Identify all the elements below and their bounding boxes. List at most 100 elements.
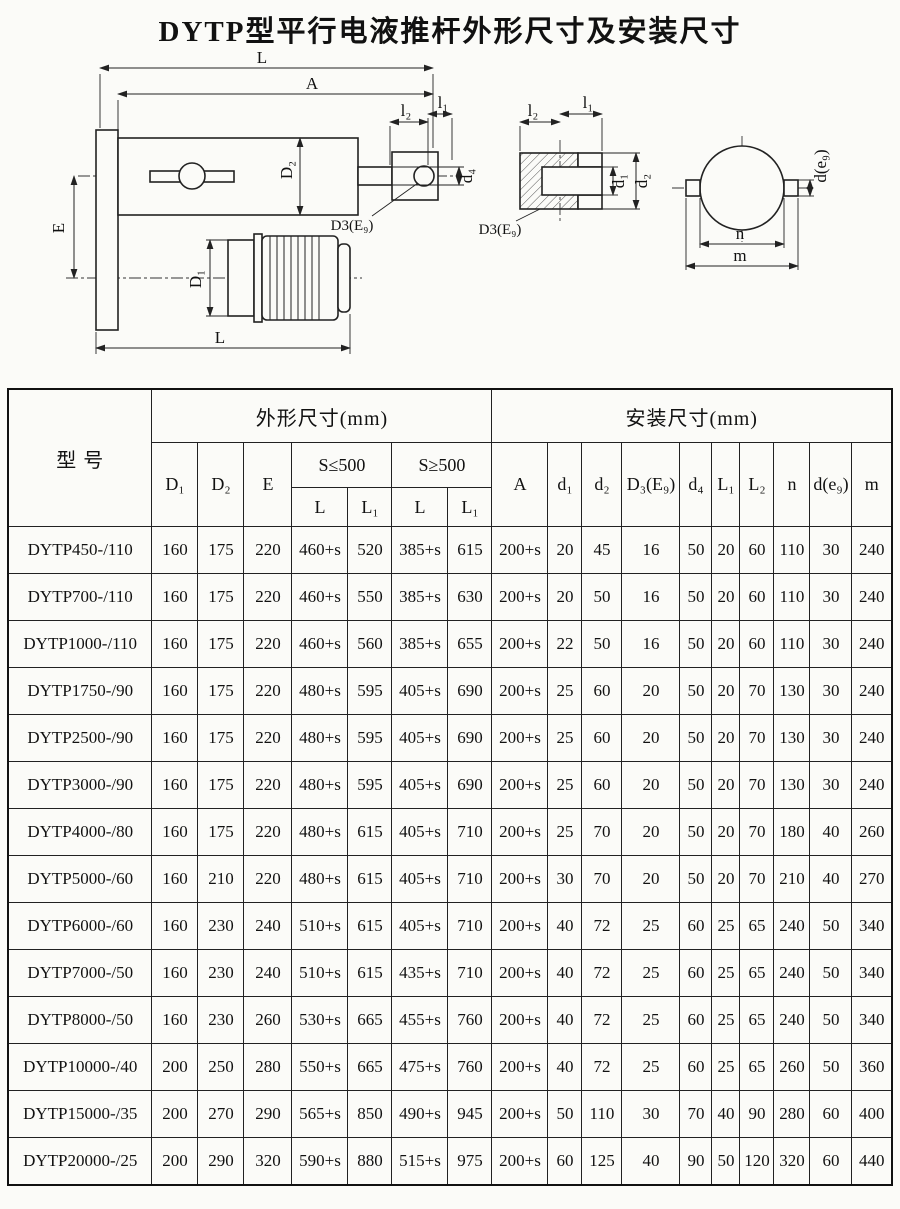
value-cell: 290 xyxy=(197,1137,245,1186)
value-cell: 240 xyxy=(851,761,893,809)
dim-label-D1: D₁ xyxy=(186,270,205,288)
col-header-m: m xyxy=(851,442,893,527)
col-header-d1: d₁ xyxy=(547,442,583,527)
model-cell: DYTP7000-/50 xyxy=(7,949,153,997)
value-cell: 72 xyxy=(581,902,623,950)
value-cell: 220 xyxy=(243,526,293,574)
col-header-D1: D₁ xyxy=(151,442,199,527)
value-cell: 50 xyxy=(809,1043,853,1091)
value-cell: 16 xyxy=(621,620,681,668)
value-cell: 50 xyxy=(679,526,713,574)
value-cell: 65 xyxy=(739,996,775,1044)
value-cell: 16 xyxy=(621,526,681,574)
value-cell: 45 xyxy=(581,526,623,574)
value-cell: 690 xyxy=(447,714,493,762)
value-cell: 280 xyxy=(243,1043,293,1091)
value-cell: 40 xyxy=(711,1090,741,1138)
rod-dim-d2: d₂ xyxy=(632,174,651,188)
value-cell: 50 xyxy=(679,714,713,762)
value-cell: 200+s xyxy=(491,526,549,574)
value-cell: 200+s xyxy=(491,620,549,668)
value-cell: 20 xyxy=(547,573,583,621)
value-cell: 240 xyxy=(851,714,893,762)
value-cell: 240 xyxy=(243,902,293,950)
value-cell: 200+s xyxy=(491,949,549,997)
value-cell: 175 xyxy=(197,526,245,574)
rod-dim-l2: l₂ xyxy=(528,101,539,120)
value-cell: 455+s xyxy=(391,996,449,1044)
value-cell: 530+s xyxy=(291,996,349,1044)
dim-label-l1: l₁ xyxy=(438,93,449,112)
dim-label-D2: D₂ xyxy=(277,161,296,179)
value-cell: 850 xyxy=(347,1090,393,1138)
model-cell: DYTP4000-/80 xyxy=(7,808,153,856)
value-cell: 25 xyxy=(621,949,681,997)
value-cell: 200+s xyxy=(491,808,549,856)
value-cell: 595 xyxy=(347,714,393,762)
value-cell: 240 xyxy=(851,526,893,574)
value-cell: 405+s xyxy=(391,667,449,715)
value-cell: 180 xyxy=(773,808,811,856)
model-cell: DYTP1000-/110 xyxy=(7,620,153,668)
value-cell: 60 xyxy=(739,620,775,668)
col-header-d4: d₄ xyxy=(679,442,713,527)
value-cell: 240 xyxy=(773,949,811,997)
value-cell: 400 xyxy=(851,1090,893,1138)
col-header-s-ge-500: S≥500 xyxy=(391,442,493,488)
value-cell: 20 xyxy=(547,526,583,574)
model-cell: DYTP5000-/60 xyxy=(7,855,153,903)
value-cell: 690 xyxy=(447,761,493,809)
value-cell: 710 xyxy=(447,855,493,903)
value-cell: 630 xyxy=(447,573,493,621)
value-cell: 60 xyxy=(581,667,623,715)
value-cell: 360 xyxy=(851,1043,893,1091)
value-cell: 60 xyxy=(739,526,775,574)
value-cell: 25 xyxy=(547,667,583,715)
value-cell: 690 xyxy=(447,667,493,715)
value-cell: 405+s xyxy=(391,808,449,856)
value-cell: 130 xyxy=(773,667,811,715)
model-cell: DYTP2500-/90 xyxy=(7,714,153,762)
value-cell: 510+s xyxy=(291,949,349,997)
dim-label-l2: l₂ xyxy=(401,101,412,120)
value-cell: 160 xyxy=(151,620,199,668)
value-cell: 60 xyxy=(581,714,623,762)
value-cell: 480+s xyxy=(291,761,349,809)
value-cell: 30 xyxy=(809,620,853,668)
value-cell: 40 xyxy=(621,1137,681,1186)
dim-label-L-top: L xyxy=(257,48,267,67)
value-cell: 70 xyxy=(581,808,623,856)
value-cell: 220 xyxy=(243,667,293,715)
value-cell: 160 xyxy=(151,667,199,715)
value-cell: 60 xyxy=(809,1137,853,1186)
value-cell: 20 xyxy=(711,714,741,762)
value-cell: 210 xyxy=(773,855,811,903)
value-cell: 480+s xyxy=(291,667,349,715)
value-cell: 655 xyxy=(447,620,493,668)
value-cell: 160 xyxy=(151,573,199,621)
value-cell: 50 xyxy=(711,1137,741,1186)
value-cell: 72 xyxy=(581,949,623,997)
value-cell: 20 xyxy=(621,808,681,856)
value-cell: 200+s xyxy=(491,855,549,903)
model-cell: DYTP20000-/25 xyxy=(7,1137,153,1186)
value-cell: 200 xyxy=(151,1090,199,1138)
value-cell: 220 xyxy=(243,573,293,621)
value-cell: 50 xyxy=(809,902,853,950)
value-cell: 25 xyxy=(711,996,741,1044)
col-header-d2: d₂ xyxy=(581,442,623,527)
value-cell: 160 xyxy=(151,714,199,762)
value-cell: 290 xyxy=(243,1090,293,1138)
value-cell: 240 xyxy=(851,667,893,715)
dim-label-D3E9-side: D3(E₉) xyxy=(331,218,374,234)
value-cell: 60 xyxy=(581,761,623,809)
value-cell: 30 xyxy=(809,573,853,621)
value-cell: 200+s xyxy=(491,714,549,762)
value-cell: 22 xyxy=(547,620,583,668)
value-cell: 160 xyxy=(151,996,199,1044)
value-cell: 70 xyxy=(581,855,623,903)
value-cell: 65 xyxy=(739,949,775,997)
